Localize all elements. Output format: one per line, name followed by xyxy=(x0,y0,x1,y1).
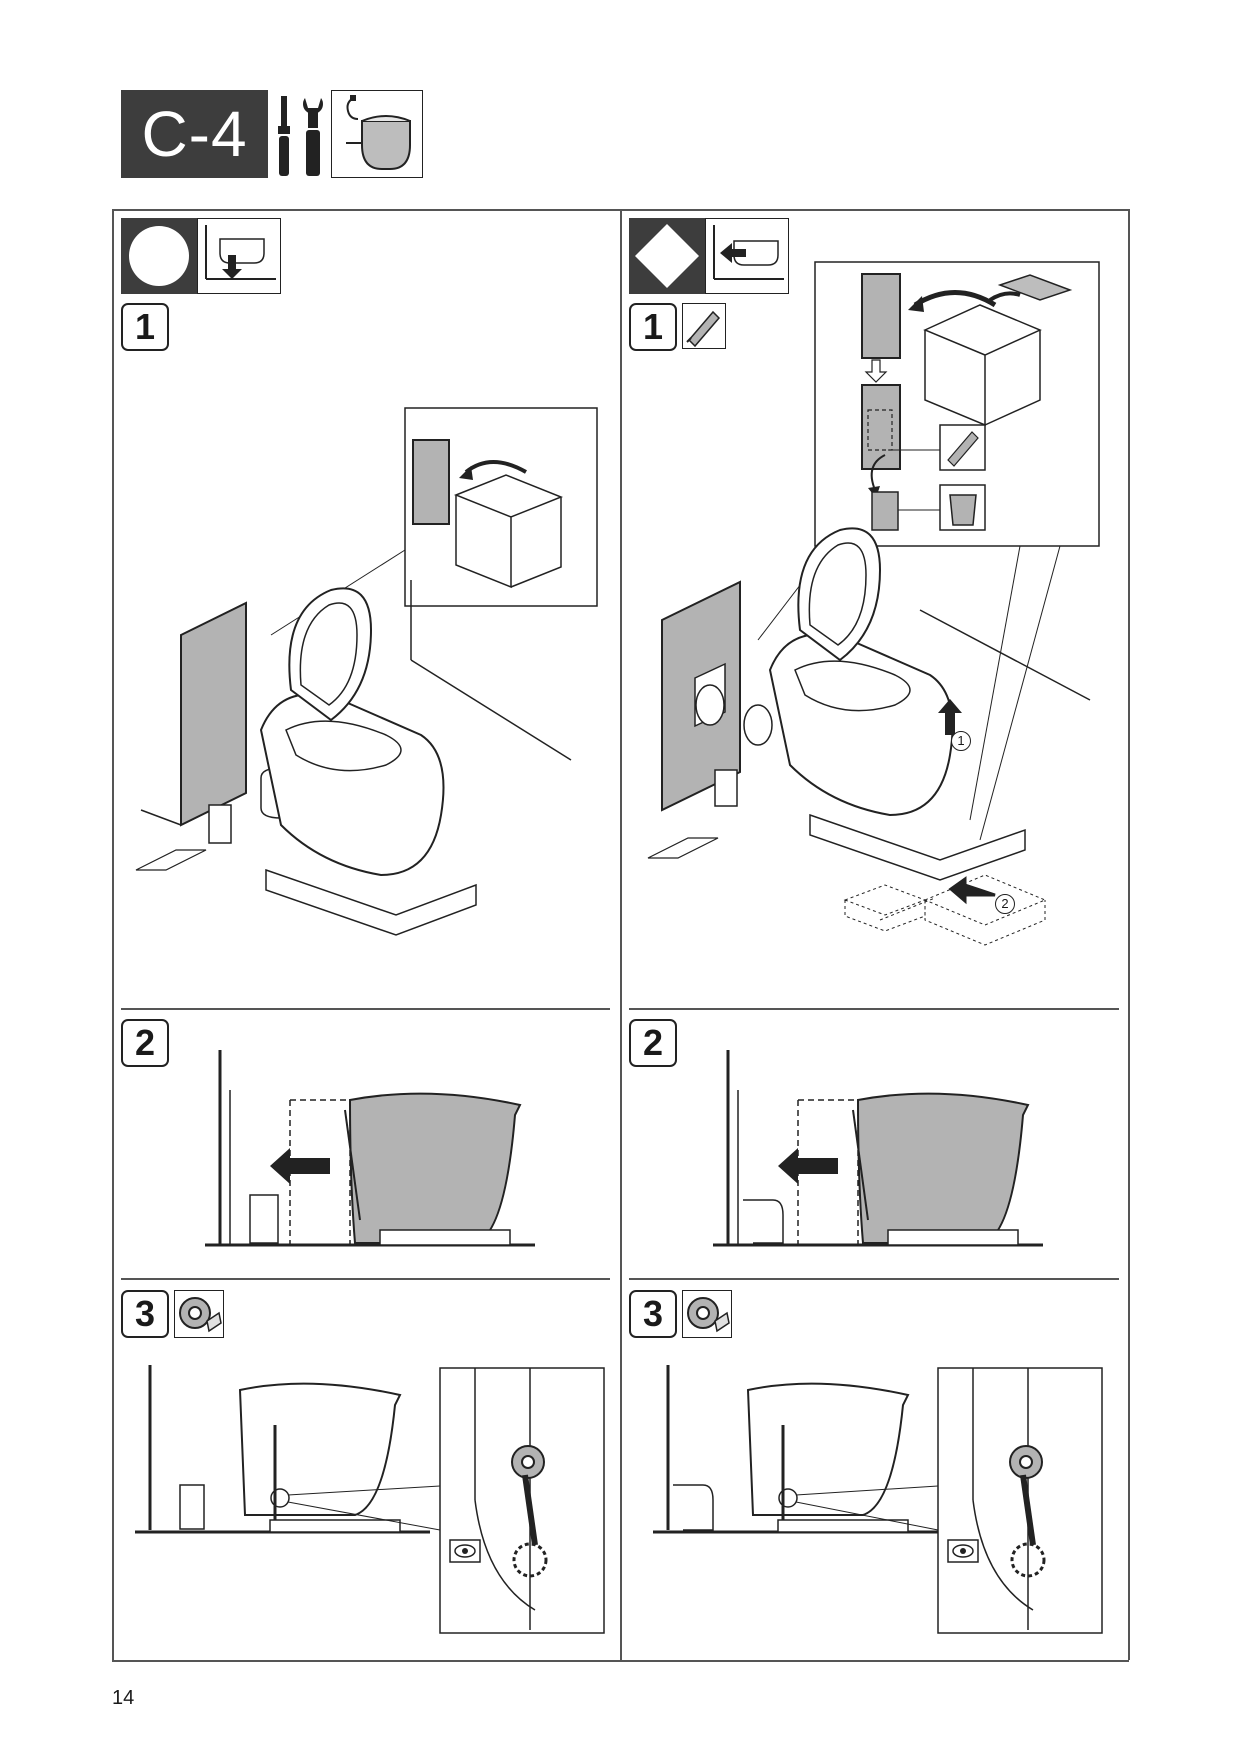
section-badge: C-4 xyxy=(121,90,268,178)
step-2-illustration xyxy=(205,1050,535,1247)
frame-left-line xyxy=(112,209,114,1660)
step-1-illustration-right xyxy=(647,261,1100,946)
step-2-badge-right: 2 xyxy=(629,1019,677,1067)
frame-center-line xyxy=(620,209,622,1660)
step-3-illustration-right xyxy=(653,1365,1103,1634)
step-1-badge-right: 1 xyxy=(629,303,677,351)
callout-2: 2 xyxy=(995,894,1015,914)
page-number: 14 xyxy=(112,1687,135,1709)
step-2-illustration-right xyxy=(713,1050,1043,1247)
variant-diamond-badge xyxy=(629,218,705,294)
frame-bottom-line xyxy=(112,1660,1129,1662)
tape-roll-icon xyxy=(174,1290,224,1338)
row-divider-right-2 xyxy=(629,1278,1119,1280)
toilet-unit-icon xyxy=(331,90,423,178)
frame-right-line xyxy=(1128,209,1130,1660)
cutter-knife-icon xyxy=(682,303,726,349)
tape-roll-icon-right xyxy=(682,1290,732,1338)
step-3-badge-right: 3 xyxy=(629,1290,677,1338)
install-side-icon xyxy=(705,218,789,294)
step-2-badge: 2 xyxy=(121,1019,169,1067)
install-down-icon xyxy=(197,218,281,294)
variant-circle-badge xyxy=(121,218,197,294)
callout-1: 1 xyxy=(951,731,971,751)
step-3-badge: 3 xyxy=(121,1290,169,1338)
step-1-badge: 1 xyxy=(121,303,169,351)
step-3-illustration xyxy=(135,1365,605,1634)
tools-icon xyxy=(278,96,323,176)
step-1-illustration xyxy=(135,407,598,936)
row-divider-left-2 xyxy=(121,1278,610,1280)
row-divider-left-1 xyxy=(121,1008,610,1010)
row-divider-right-1 xyxy=(629,1008,1119,1010)
